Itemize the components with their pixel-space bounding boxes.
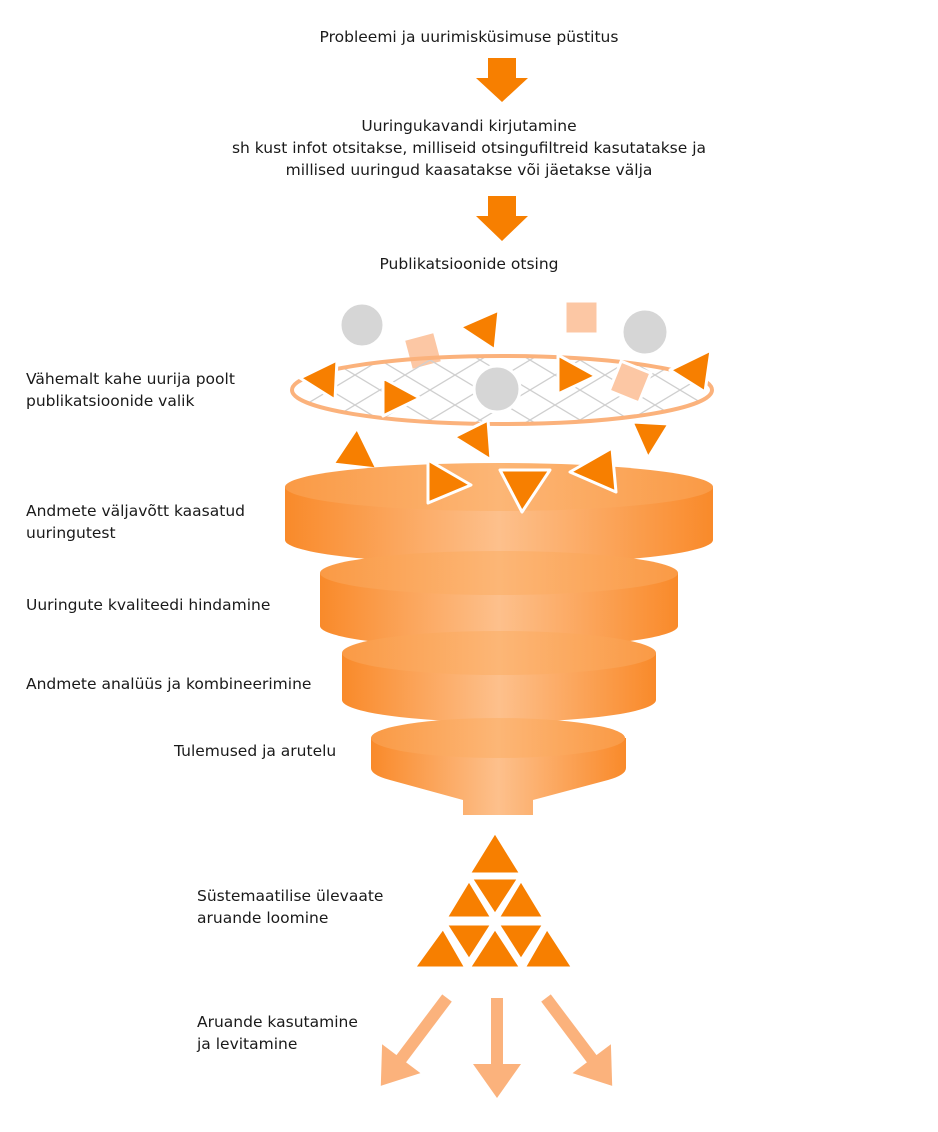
- step-plan-line2: sh kust infot otsitakse, milliseid otsin…: [231, 139, 707, 157]
- step-selection-line2: publikatsioonide valik: [26, 392, 195, 410]
- step-report-line1: Süstemaatilise ülevaate: [197, 887, 384, 905]
- triangle-shape: [668, 348, 713, 394]
- circle-shape: [338, 301, 386, 349]
- step-results: Tulemused ja arutelu: [174, 742, 337, 760]
- funnel: [285, 463, 713, 815]
- triangle-shape: [630, 420, 671, 460]
- step-analysis: Andmete analüüs ja kombineerimine: [26, 675, 312, 693]
- step-quality: Uuringute kvaliteedi hindamine: [26, 596, 271, 614]
- step-search: Publikatsioonide otsing: [379, 255, 559, 273]
- triangle-shape: [498, 468, 552, 514]
- triangle-shape: [458, 308, 501, 352]
- step-use-line2: ja levitamine: [197, 1035, 298, 1053]
- step-plan-line3: millised uuringud kaasatakse või jäetaks…: [285, 161, 653, 179]
- triangle-shape: [381, 376, 422, 418]
- circle-shape: [620, 307, 670, 357]
- step-extraction: Andmete väljavõtt kaasatud uuringutest: [26, 500, 245, 544]
- triangle-shape: [331, 426, 379, 471]
- square-shape: [563, 299, 600, 336]
- step-extraction-line1: Andmete väljavõtt kaasatud: [26, 502, 245, 520]
- step-report: Süstemaatilise ülevaate aruande loomine: [197, 885, 383, 929]
- step-selection: Vähemalt kahe uurija poolt publikatsioon…: [26, 368, 235, 412]
- step-use-line1: Aruande kasutamine: [197, 1013, 358, 1031]
- spread-arrows: [380, 994, 613, 1098]
- step-selection-line1: Vähemalt kahe uurija poolt: [26, 370, 235, 388]
- step-report-line2: aruande loomine: [197, 909, 329, 927]
- down-arrow-icon: [476, 58, 528, 102]
- triangle-shape: [556, 353, 598, 396]
- step-plan-title: Uuringukavandi kirjutamine: [361, 117, 577, 135]
- step-use: Aruande kasutamine ja levitamine: [197, 1011, 358, 1055]
- triangle-shape: [452, 418, 493, 462]
- square-shape: [607, 359, 653, 405]
- step-plan: Uuringukavandi kirjutamine sh kust infot…: [0, 115, 938, 181]
- step-extraction-line2: uuringutest: [26, 524, 116, 542]
- step-problem: Probleemi ja uurimisküsimuse püstitus: [319, 28, 619, 46]
- down-arrow-icon: [476, 196, 528, 241]
- triangle-pyramid: [412, 830, 575, 970]
- triangle-shape: [568, 446, 618, 494]
- triangle-shape: [426, 458, 473, 505]
- triangle-shape: [298, 358, 339, 402]
- circle-shape: [472, 364, 522, 414]
